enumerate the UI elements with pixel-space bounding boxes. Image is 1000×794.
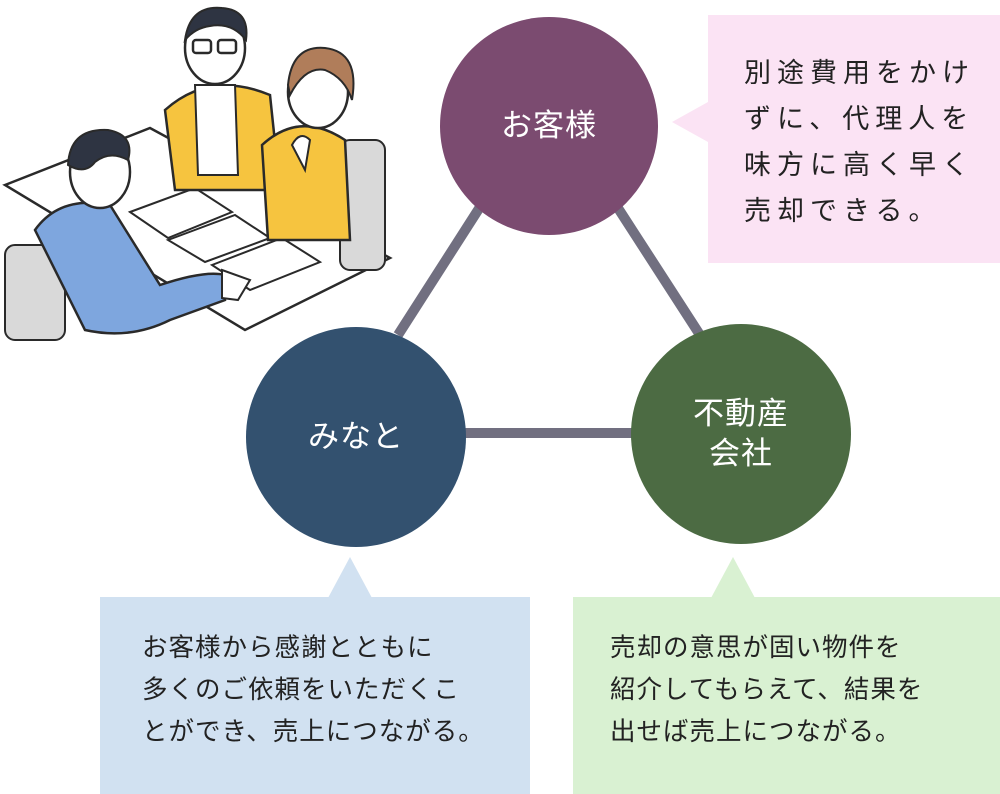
bubble-customer-tail: [672, 102, 708, 142]
bubble-minato-text: お客様から感謝とともに 多くのご依頼をいただくこ とができ、売上につながる。: [142, 633, 485, 747]
node-minato-label: みなと: [308, 418, 404, 455]
bubble-customer: 別途費用をかけ ずに、代理人を 味方に高く早く 売却できる。: [708, 15, 1000, 263]
bubble-real-estate: 売却の意思が固い物件を 紹介してもらえて、結果を 出せば売上につながる。: [573, 597, 1000, 794]
node-real-estate: 不動産 会社: [631, 324, 851, 544]
bubble-real-estate-text: 売却の意思が固い物件を 紹介してもらえて、結果を 出せば売上につながる。: [610, 633, 924, 747]
node-minato: みなと: [246, 327, 466, 547]
node-real-estate-label: 不動産 会社: [693, 395, 789, 472]
bubble-customer-text: 別途費用をかけ ずに、代理人を 味方に高く早く 売却できる。: [744, 58, 975, 227]
connector-customer-minato: [393, 204, 485, 338]
connector-customer-realestate: [611, 202, 705, 338]
bubble-minato: お客様から感謝とともに 多くのご依頼をいただくこ とができ、売上につながる。: [100, 597, 530, 794]
node-customer-label: お客様: [501, 107, 597, 144]
node-customer: お客様: [440, 17, 658, 235]
bubble-minato-tail: [328, 557, 372, 598]
bubble-real-estate-tail: [711, 557, 755, 598]
meeting-illustration-icon: [2, 6, 393, 341]
